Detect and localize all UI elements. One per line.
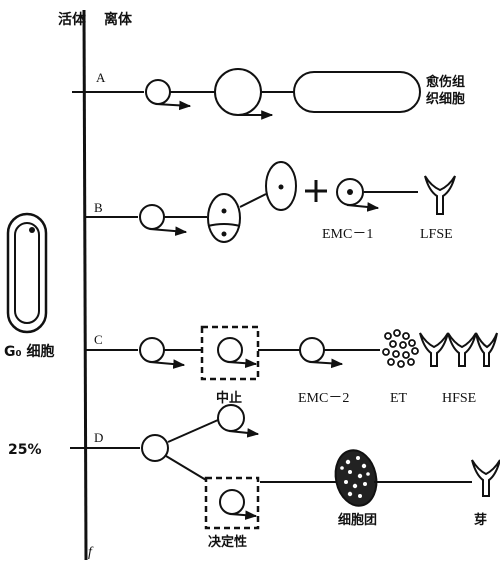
- row-b-end-label: LFSE: [420, 227, 453, 242]
- row-c-arrest-box: [200, 325, 260, 381]
- row-d-cell-1: [141, 434, 169, 462]
- row-c-cell-cluster: [382, 329, 419, 368]
- header-in-vivo: 活体: [58, 11, 87, 28]
- row-d-shoot-icon: [471, 459, 500, 497]
- row-c-emc2-cell: [299, 337, 325, 363]
- row-a-letter: A: [96, 70, 106, 85]
- row-c-cell-1: [139, 337, 165, 363]
- row-d-upper-cell: [217, 404, 245, 432]
- row-d-determined-box: [204, 476, 260, 530]
- row-a-cell-2: [214, 68, 262, 116]
- row-a-cell-1: [145, 79, 171, 105]
- row-c-mid-label: EMC－2: [298, 391, 349, 406]
- row-c-shoot-icon-3: [475, 332, 498, 367]
- row-d-determined-label: 决定性: [208, 534, 247, 550]
- row-a-end-label-line2: 织细胞: [426, 91, 465, 107]
- row-d-arrow-1: [228, 428, 260, 438]
- row-c-letter: C: [94, 332, 103, 347]
- row-c-arrow-1: [149, 359, 186, 369]
- row-a: A 愈伤组 织细胞: [72, 68, 465, 120]
- row-b-mid-label: EMC－1: [322, 227, 373, 242]
- row-d-cell-mass: [334, 449, 378, 507]
- header-in-vitro: 离体: [104, 11, 133, 28]
- row-d-determined-cell: [219, 489, 245, 515]
- row-c-shoot-icon-1: [419, 332, 449, 367]
- row-d-branch-up: [167, 419, 219, 443]
- footer-mark: f: [88, 545, 94, 560]
- row-b-letter: B: [94, 200, 103, 215]
- row-b-connector-2: [239, 193, 267, 208]
- row-d-end-label: 芽: [474, 512, 487, 528]
- row-a-elongated-cell: [293, 71, 421, 113]
- percent-label: 25%: [8, 442, 42, 458]
- row-c-arrow-3: [309, 358, 344, 369]
- vivo-vitro-divider: [82, 9, 88, 561]
- row-b: B EMC－1 LFSE: [86, 161, 456, 243]
- row-b-shoot-icon: [424, 175, 456, 215]
- row-d-letter: D: [94, 430, 103, 445]
- row-b-dividing-cell: [207, 193, 241, 243]
- g0-cell-label: G₀ 细胞: [4, 343, 55, 360]
- row-d-branch-down: [165, 455, 207, 481]
- row-b-arrow-2: [346, 202, 380, 212]
- row-c-et-label: ET: [390, 391, 408, 406]
- row-c-arrest-label: 中止: [216, 390, 242, 406]
- g0-cell-drawing: [6, 212, 48, 334]
- row-b-plus-sign: [305, 180, 327, 202]
- row-d-arrow-2: [229, 510, 258, 520]
- row-b-emc1-cell: [336, 178, 364, 206]
- row-c-arrested-cell: [217, 337, 243, 363]
- row-b-arrow-1: [149, 226, 188, 236]
- row-a-end-label-line1: 愈伤组: [425, 74, 465, 90]
- row-c-arrow-2: [227, 358, 258, 369]
- row-c-shoot-icon-2: [447, 332, 477, 367]
- row-d-mass-label: 细胞团: [338, 512, 377, 528]
- row-c: C 中止 EMC－2 ET: [86, 325, 498, 406]
- row-b-single-cell: [265, 161, 297, 211]
- row-a-arrow-1: [155, 100, 192, 111]
- row-b-cell-1: [139, 204, 165, 230]
- row-c-end-label: HFSE: [442, 391, 476, 406]
- row-d: D 决定性 细胞团 芽: [70, 404, 500, 550]
